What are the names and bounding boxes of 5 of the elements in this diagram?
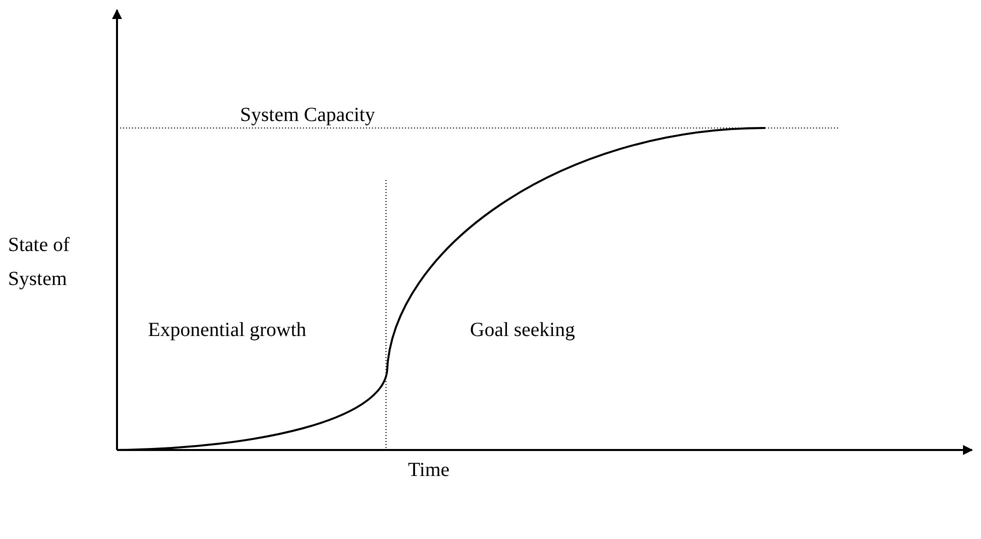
axis-label: System Capacity [240, 103, 375, 128]
region-label: Goal seeking [470, 318, 575, 343]
region-label: Exponential growth [148, 318, 306, 343]
axis-label: Time [408, 458, 450, 483]
axis-label: State of System [8, 233, 71, 292]
